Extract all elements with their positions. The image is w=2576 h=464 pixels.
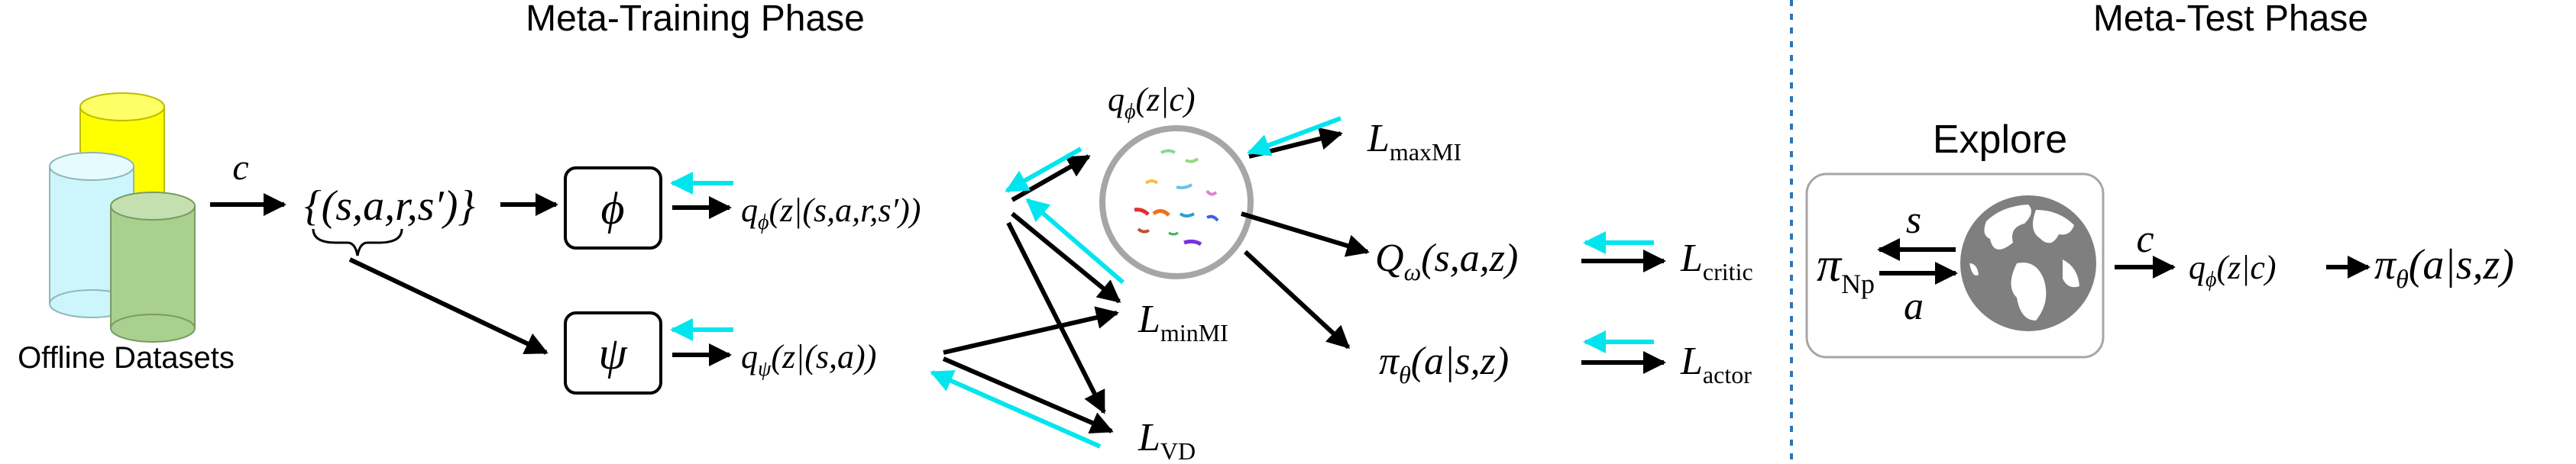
cyan-grad-cluster-to-qphi (1005, 147, 1083, 193)
cyan-grad-lmaxmi-to-cluster (1247, 116, 1342, 156)
q-psi-label: qψ(z|(s,a)) (741, 338, 876, 381)
datasets-label: Offline Datasets (18, 341, 235, 375)
cyan-grad-lvd-to-qpsi (930, 370, 1102, 449)
state-s-label: s (1906, 198, 1921, 242)
database-cylinders-icon (49, 92, 196, 343)
loss-maxmi: LmaxMI (1367, 117, 1461, 166)
arrow-qphi-to-lvd (1006, 221, 1106, 414)
arrow-qphi-to-lminmi (1011, 211, 1121, 304)
loss-critic: Lcritic (1680, 237, 1753, 285)
arrow-qpsi-to-lvd (942, 356, 1114, 434)
explore-label: Explore (1933, 118, 2067, 162)
loss-minmi: LminMI (1138, 298, 1228, 346)
psi-label: ψ (598, 328, 628, 379)
arrow-cluster-to-qomega (1241, 211, 1370, 257)
cyan-grad-lminmi-to-qphi (1025, 198, 1125, 285)
action-a-label: a (1904, 285, 1924, 328)
meta-test-heading: Meta-Test Phase (2093, 0, 2368, 39)
q-omega-critic: Qω(s,a,z) (1375, 237, 1518, 285)
q-phi-c-label: qϕ(z|c) (1108, 81, 1196, 124)
arrow-qpsi-to-lminmi (943, 306, 1119, 355)
phi-encoder-box (564, 166, 662, 250)
green-cylinder-icon (110, 192, 196, 343)
arrow-qphi-to-cluster (1011, 154, 1091, 202)
tuple-brace (312, 228, 403, 256)
phi-label: ϕ (600, 183, 624, 234)
test-pi-theta: πθ(a|s,z) (2374, 241, 2514, 294)
loss-vd: LVD (1138, 416, 1196, 464)
arrow-cluster-to-pitheta (1243, 250, 1351, 350)
arrow-tuple-to-psi (348, 257, 549, 355)
pi-theta-actor: πθ(a|s,z) (1379, 340, 1509, 388)
q-phi-full-label: qϕ(z|(s,a,r,s′)) (741, 192, 921, 234)
context-c-label: c (232, 147, 248, 188)
psi-encoder-box (564, 311, 662, 395)
test-q-phi-c: qϕ(z|c) (2189, 249, 2277, 292)
meta-training-heading: Meta-Training Phase (526, 0, 865, 39)
transition-tuple: {(s,a,r,s′)} (304, 182, 475, 230)
test-c-label: c (2136, 218, 2154, 261)
globe-icon (1960, 195, 2096, 331)
loss-actor: Lactor (1680, 340, 1752, 388)
latent-cluster-circle-icon (1099, 125, 1254, 279)
